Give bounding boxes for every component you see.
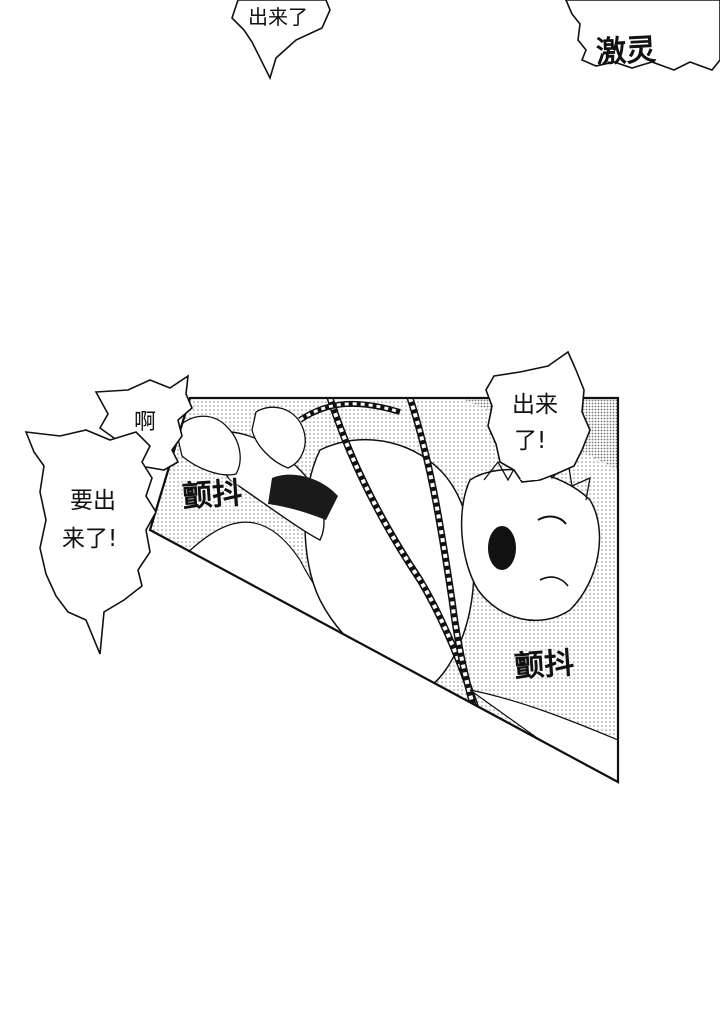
- sfx-text-tremble-right: 颤抖: [513, 645, 576, 686]
- sfx-text-tremble-left: 颤抖: [181, 475, 244, 516]
- action-panel: [148, 396, 620, 784]
- sfx-burst-top-right: [565, 0, 720, 71]
- bubble-text-top: 出来了: [248, 5, 308, 29]
- sfx-text-top-right: 激灵: [595, 32, 658, 71]
- bubble-text-left-small: 啊: [134, 410, 157, 435]
- speech-bubble-top: [231, 0, 331, 81]
- bubble-text-right-2: 了!: [514, 428, 547, 454]
- speech-bubble-left-large: [24, 429, 157, 655]
- bubble-text-right-1: 出来: [512, 392, 558, 418]
- bubble-text-left-large-2: 来了!: [62, 526, 118, 552]
- bubble-text-left-large-1: 要出: [70, 488, 116, 514]
- speech-bubble-right: [485, 350, 591, 483]
